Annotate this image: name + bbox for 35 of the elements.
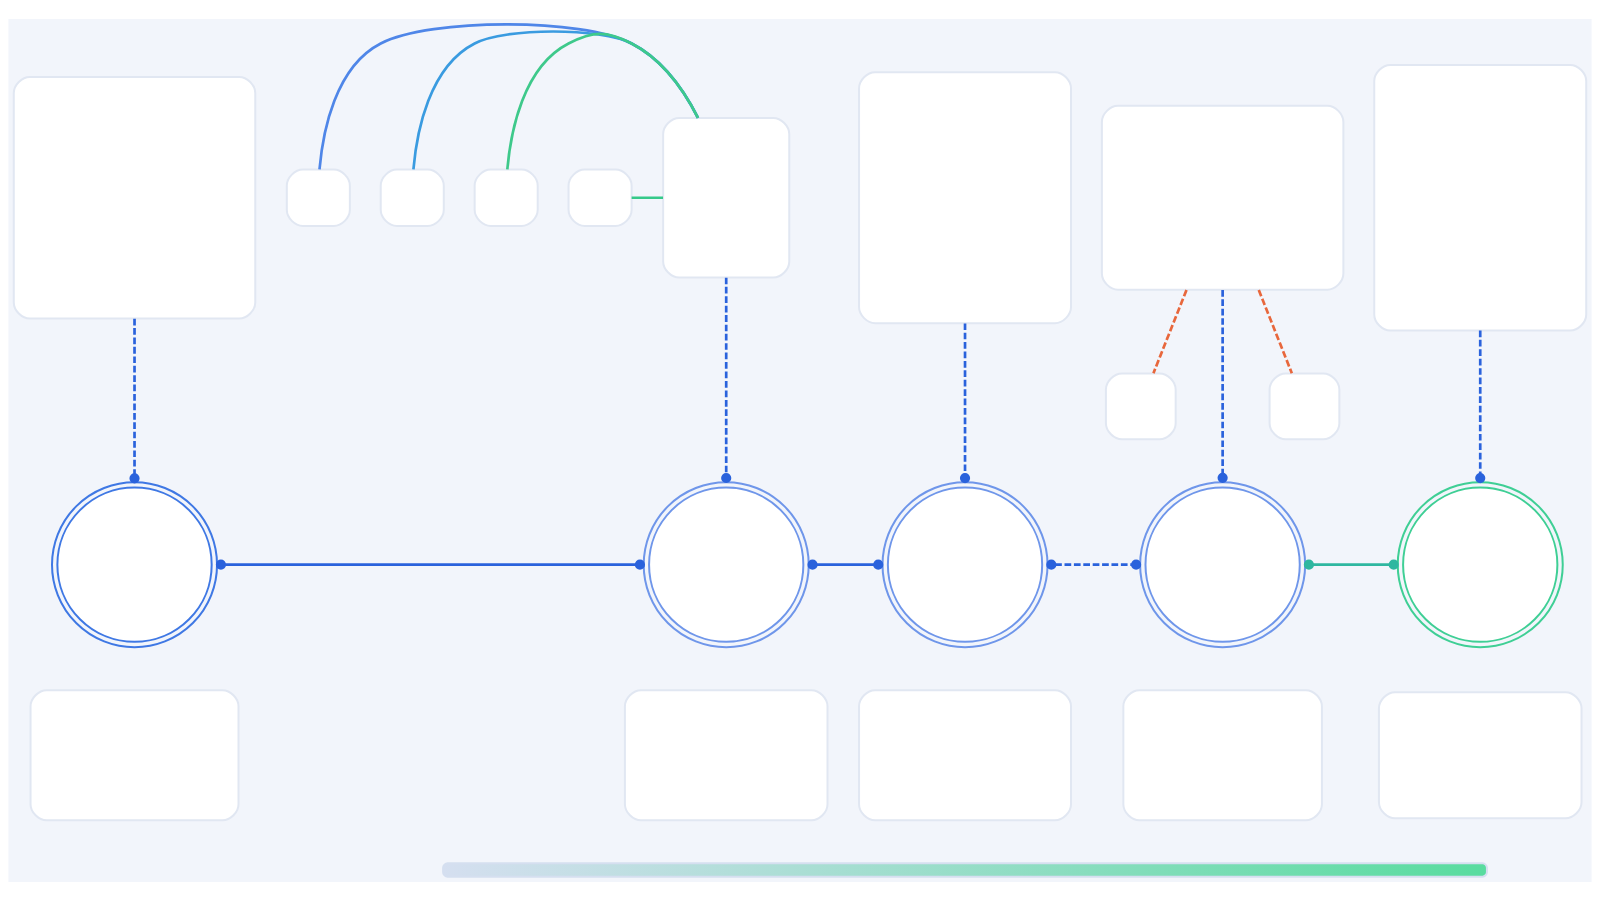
node-box — [858, 70, 1073, 324]
node-circle — [1139, 480, 1307, 648]
node-box — [1373, 63, 1588, 332]
node-box — [858, 688, 1073, 821]
node-box — [623, 688, 829, 821]
node-circle — [642, 480, 810, 648]
connector — [721, 277, 732, 483]
connector — [1046, 559, 1142, 570]
connector — [129, 318, 140, 483]
node-circle — [881, 480, 1049, 648]
connector — [1217, 289, 1228, 483]
node-box — [12, 75, 257, 319]
node-box — [567, 168, 633, 227]
connector — [1257, 289, 1294, 374]
node-box — [1377, 690, 1583, 819]
node-circle — [51, 480, 219, 648]
node-box — [1104, 372, 1177, 440]
connector — [959, 322, 971, 483]
node-box — [1268, 372, 1341, 440]
connector — [215, 559, 645, 570]
node-box — [29, 688, 240, 821]
connector — [1475, 330, 1486, 483]
connector — [506, 32, 700, 170]
connector — [807, 559, 884, 570]
node-box — [285, 168, 351, 227]
connector — [1303, 559, 1399, 570]
node-box — [1122, 688, 1323, 821]
node-box — [379, 168, 445, 227]
connector — [631, 195, 664, 199]
node-circle — [1396, 480, 1564, 648]
node-box — [473, 168, 539, 227]
node-box — [662, 116, 791, 279]
node-bar — [442, 861, 1488, 878]
connector — [1152, 289, 1188, 374]
node-box — [1100, 104, 1345, 291]
